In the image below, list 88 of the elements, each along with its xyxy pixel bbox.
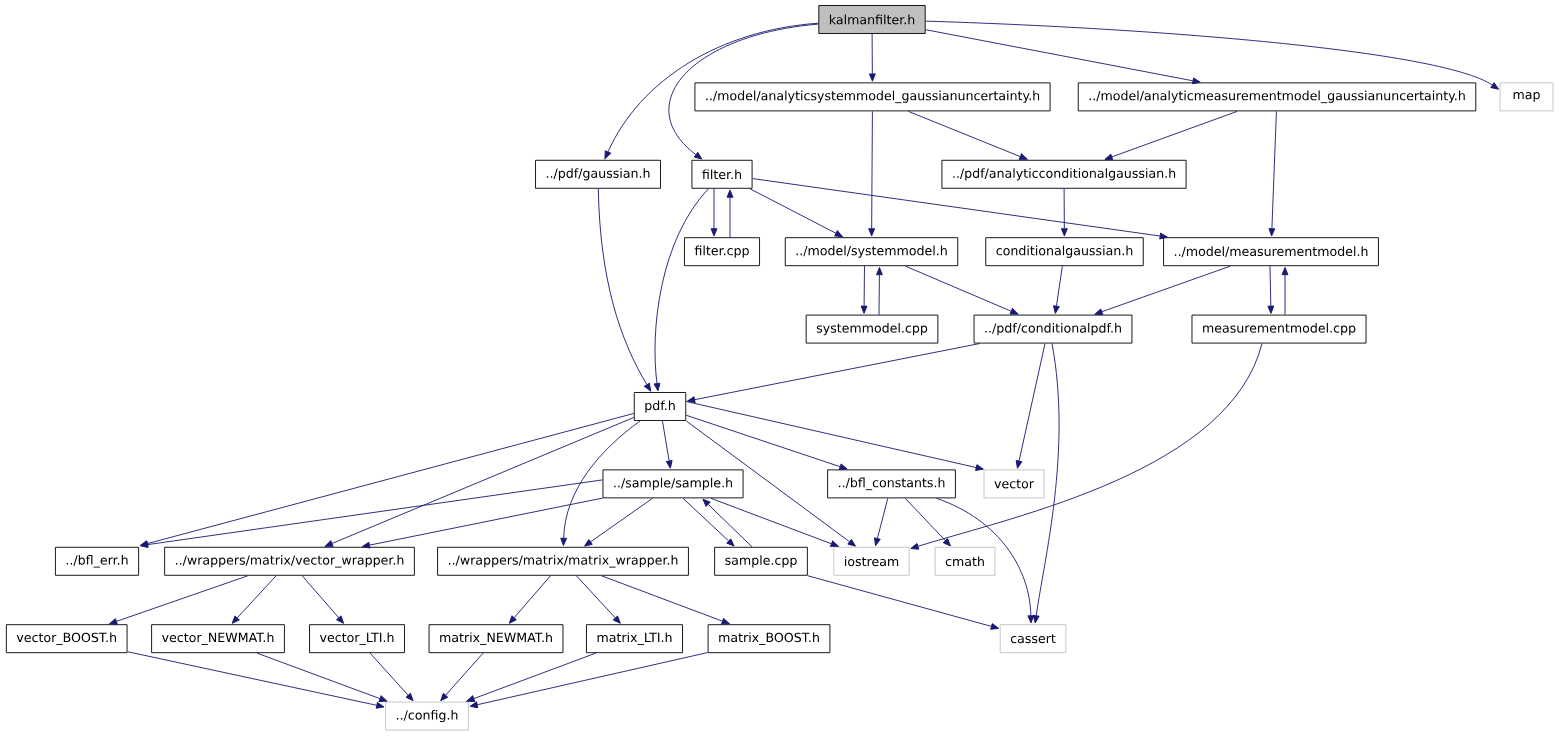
- file-box: vector_BOOST.h: [5, 624, 128, 654]
- file-box: ../pdf/conditionalpdf.h: [973, 314, 1133, 344]
- arrow: [868, 110, 876, 237]
- file-box: iostream: [833, 546, 910, 576]
- arrow: [127, 651, 385, 709]
- arrow: [597, 188, 652, 392]
- file-box: ../sample/sample.h: [602, 469, 744, 499]
- arrow: [324, 417, 635, 547]
- file-box: cassert: [999, 624, 1067, 654]
- arrow: [868, 33, 876, 82]
- arrow: [653, 188, 709, 392]
- arrow: [1032, 343, 1060, 624]
- arrow: [369, 652, 414, 702]
- file-box: ../pdf/gaussian.h: [535, 159, 661, 189]
- file-box: ../model/analyticmeasurementmodel_gaussianuncertainty.h: [1077, 82, 1477, 112]
- file-box: matrix_BOOST.h: [707, 624, 831, 654]
- file-box: map: [1499, 82, 1554, 112]
- arrow: [876, 266, 883, 316]
- file-box: ../pdf/analyticconditionalgaussian.h: [941, 159, 1187, 189]
- arrow: [466, 652, 597, 702]
- file-box: sample.cpp: [714, 546, 808, 576]
- file-box: pdf.h: [633, 392, 687, 421]
- file-box: kalmanfilter.h: [818, 5, 926, 34]
- arrow: [936, 497, 1035, 624]
- arrow: [604, 22, 819, 160]
- arrow: [575, 575, 621, 624]
- arrow: [925, 29, 1201, 85]
- arrow: [710, 497, 839, 548]
- arrow: [508, 575, 551, 624]
- file-box: ../wrappers/matrix/vector_wrapper.h: [164, 546, 415, 576]
- arrow: [1281, 266, 1289, 316]
- arrow: [860, 265, 868, 314]
- file-box: matrix_LTI.h: [586, 624, 683, 654]
- arrow: [702, 498, 753, 548]
- arrow: [584, 497, 653, 547]
- arrow: [925, 20, 1499, 90]
- arrow: [686, 343, 981, 404]
- arrow: [601, 575, 730, 625]
- arrow: [874, 497, 889, 547]
- arrow: [1053, 265, 1063, 314]
- arrow: [752, 178, 1168, 240]
- arrow: [907, 110, 1028, 160]
- file-box: ../bfl_err.h: [54, 546, 140, 576]
- file-box: vector: [983, 469, 1045, 499]
- arrow: [710, 188, 718, 237]
- file-box: filter.h: [691, 159, 753, 189]
- file-box: measurementmodel.cpp: [1191, 314, 1367, 344]
- arrow: [904, 497, 951, 547]
- arrow: [139, 479, 603, 548]
- arrow: [1267, 265, 1275, 314]
- arrow: [1094, 265, 1231, 315]
- arrow: [440, 652, 484, 702]
- arrow: [662, 420, 673, 469]
- arrow: [361, 497, 603, 549]
- file-box: ../model/measurementmodel.h: [1163, 237, 1379, 267]
- arrow: [256, 652, 388, 702]
- arrow: [560, 420, 641, 547]
- arrow: [231, 575, 277, 624]
- arrow: [726, 189, 734, 238]
- arrow: [685, 401, 984, 471]
- arrow: [682, 497, 735, 547]
- arrow: [668, 23, 819, 160]
- arrow: [910, 343, 1263, 550]
- arrow: [685, 420, 856, 547]
- file-box: filter.cpp: [684, 237, 760, 267]
- arrow: [469, 652, 709, 709]
- arrow: [1015, 343, 1046, 469]
- file-box: ../wrappers/matrix/matrix_wrapper.h: [437, 546, 689, 576]
- arrow: [301, 575, 345, 624]
- file-box: matrix_NEWMAT.h: [428, 624, 564, 654]
- file-box: conditionalgaussian.h: [985, 237, 1144, 267]
- arrow: [109, 575, 249, 625]
- arrow: [904, 265, 1019, 315]
- arrow: [1104, 110, 1238, 161]
- arrow: [749, 188, 843, 238]
- file-box: ../model/systemmodel.h: [784, 237, 959, 267]
- file-box: systemmodel.cpp: [805, 314, 939, 344]
- arrow: [1268, 110, 1277, 237]
- file-box: ../bfl_constants.h: [827, 469, 956, 499]
- file-box: ../model/analyticsystemmodel_gaussianuncertainty.h: [694, 82, 1051, 112]
- arrow: [807, 575, 999, 630]
- arrow: [139, 413, 635, 547]
- file-box: vector_NEWMAT.h: [151, 624, 285, 654]
- file-box: ../config.h: [385, 701, 469, 731]
- file-box: vector_LTI.h: [309, 624, 405, 654]
- arrow: [685, 414, 848, 470]
- arrow: [1060, 188, 1068, 237]
- file-box: cmath: [934, 546, 996, 576]
